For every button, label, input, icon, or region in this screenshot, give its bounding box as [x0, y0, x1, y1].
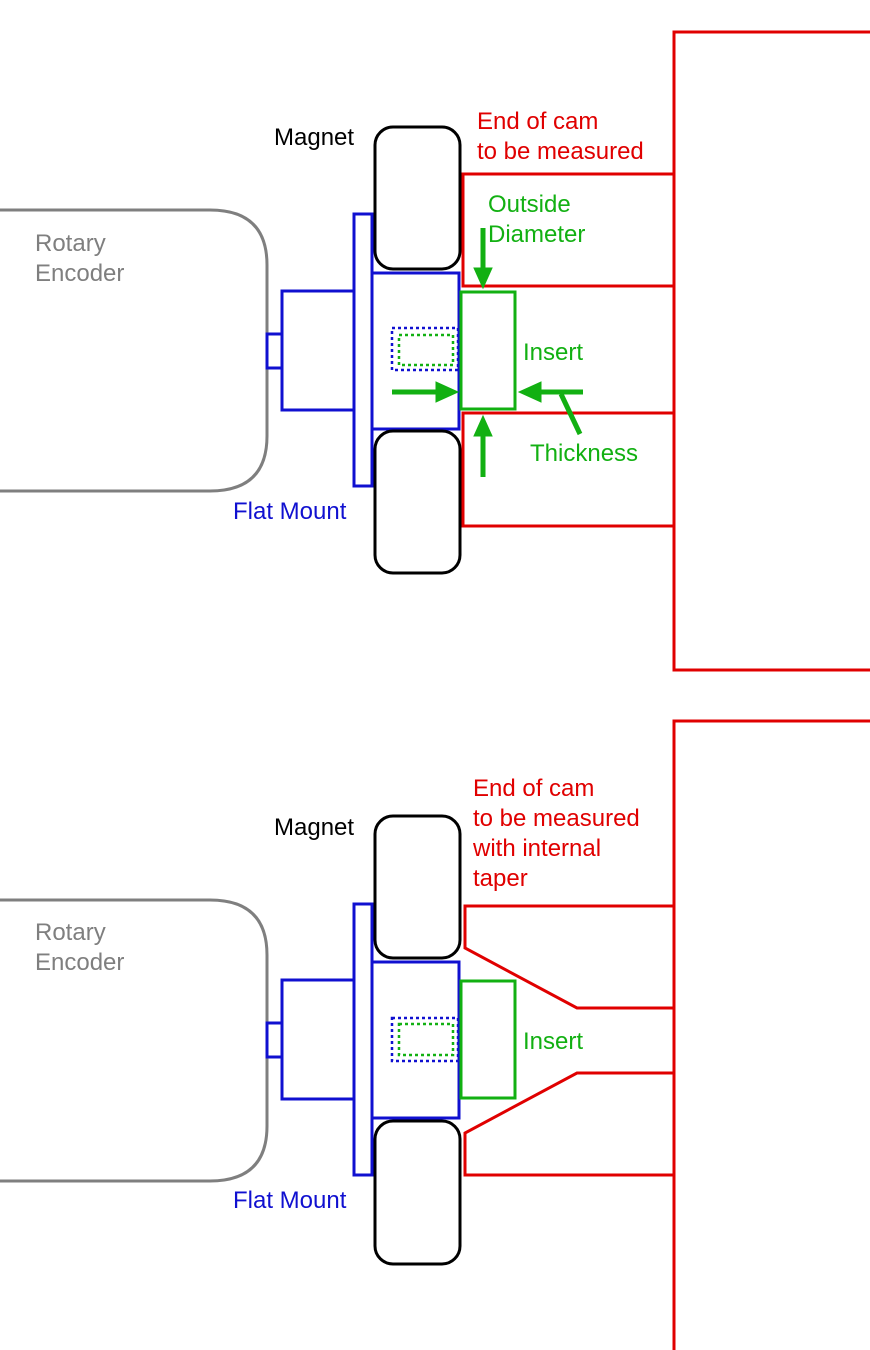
bottom-mount-shaft-stub	[265, 1021, 284, 1059]
top-mount-recess	[390, 326, 460, 372]
bottom-encoder-label-1: Rotary	[35, 919, 106, 946]
top-od-arrow-up	[473, 414, 493, 437]
top-thickness-leader	[558, 392, 583, 436]
bottom-cam-label-1: End of cam	[473, 775, 594, 802]
bottom-mount-recess	[390, 1016, 460, 1063]
bottom-magnet-label: Magnet	[274, 814, 354, 841]
top-od-arrow-down	[473, 267, 493, 290]
top-magnet-lower	[373, 429, 462, 575]
top-mount-label: Flat Mount	[233, 498, 347, 525]
bottom-insert-recess-outline	[397, 1022, 455, 1057]
top-insert-recess-outline	[397, 333, 455, 367]
bottom-mount-plate	[352, 902, 374, 1177]
top-diagram: Rotary Encoder Magnet End of cam to be m…	[0, 30, 870, 672]
top-mount-body	[370, 271, 461, 431]
top-thickness-arrow-left	[517, 381, 542, 403]
top-cam-label-2: to be measured	[477, 138, 644, 165]
bottom-cam-lower-taper	[463, 1071, 674, 1177]
top-cam-label-1: End of cam	[477, 108, 598, 135]
bottom-cam-label-3: with internal	[472, 835, 601, 862]
bottom-cam-label-4: taper	[473, 865, 528, 892]
top-arrows	[392, 228, 583, 477]
bottom-magnets	[373, 814, 462, 1266]
top-mount-hub	[280, 289, 356, 412]
bottom-cam-label-2: to be measured	[473, 805, 640, 832]
bottom-insert-label: Insert	[523, 1028, 583, 1055]
top-mount-shaft-stub	[265, 332, 284, 370]
top-encoder-label-2: Encoder	[35, 260, 124, 287]
top-od-label-1: Outside	[488, 191, 571, 218]
bottom-encoder-label-2: Encoder	[35, 949, 124, 976]
top-insert	[459, 290, 517, 411]
top-cam-outline	[672, 30, 870, 672]
bottom-magnet-upper	[373, 814, 462, 960]
top-encoder-label-1: Rotary	[35, 230, 106, 257]
top-flat-mount	[265, 212, 461, 488]
top-magnets	[373, 125, 462, 575]
bottom-mount-body	[370, 960, 461, 1120]
top-od-label-2: Diameter	[488, 221, 585, 248]
bottom-mount-hub	[280, 978, 356, 1101]
top-thickness-arrow-right	[435, 381, 460, 403]
bottom-flat-mount	[265, 902, 461, 1177]
bottom-mount-label: Flat Mount	[233, 1187, 347, 1214]
top-cam-lower-wall	[461, 411, 676, 528]
bottom-cam-upper-taper	[463, 904, 674, 1010]
bottom-magnet-lower	[373, 1119, 462, 1266]
top-magnet-label: Magnet	[274, 124, 354, 151]
bottom-cam-outline	[672, 719, 870, 1350]
top-mount-plate	[352, 212, 374, 488]
top-cam-upper-wall	[461, 172, 676, 288]
top-thickness-label: Thickness	[530, 440, 638, 467]
bottom-cam	[463, 719, 870, 1350]
bottom-diagram: Rotary Encoder Magnet End of cam to be m…	[0, 719, 870, 1350]
bottom-insert	[459, 979, 517, 1100]
top-magnet-upper	[373, 125, 462, 271]
top-insert-label: Insert	[523, 339, 583, 366]
